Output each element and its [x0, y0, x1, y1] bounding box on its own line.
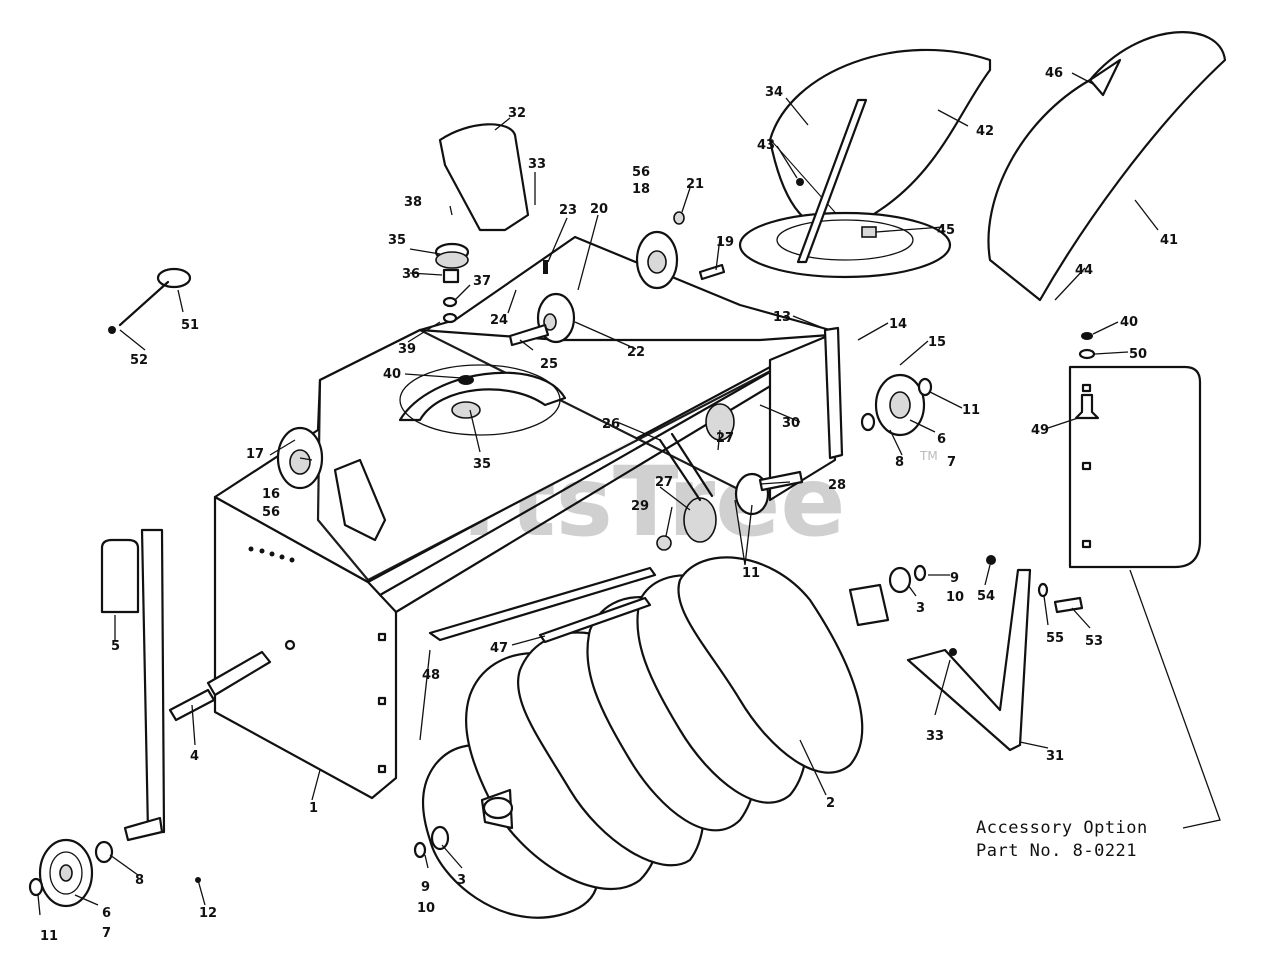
right-bearing-flange: [635, 211, 726, 290]
callout-38: 38: [404, 195, 422, 210]
callout-6-right: 6: [937, 432, 946, 447]
left-wheel: [28, 816, 164, 908]
scraper-bracket: [906, 555, 1084, 752]
auger-end-bearing: [195, 825, 450, 883]
callout-10-rear: 10: [946, 590, 964, 605]
callout-51: 51: [181, 318, 199, 333]
callout-43: 43: [757, 138, 775, 153]
leader-lines: [37, 72, 1221, 916]
callout-33-bottom: 33: [926, 729, 944, 744]
accessory-shield-plate: [1068, 332, 1202, 569]
callout-56-right: 56: [632, 165, 650, 180]
callout-9-front: 9: [421, 880, 430, 895]
callout-48: 48: [422, 668, 440, 683]
callout-40-right: 40: [1120, 315, 1138, 330]
callout-21: 21: [686, 177, 704, 192]
callout-31: 31: [1046, 749, 1064, 764]
callout-12: 12: [199, 906, 217, 921]
callout-18: 18: [632, 182, 650, 197]
callout-47: 47: [490, 641, 508, 656]
center-sprocket: [508, 260, 576, 347]
callout-42: 42: [976, 124, 994, 139]
callout-27-upper: 27: [716, 431, 734, 446]
callout-27-lower: 27: [655, 475, 673, 490]
callout-22: 22: [627, 345, 645, 360]
skid-shoe-assembly: [100, 528, 272, 834]
callout-44: 44: [1075, 263, 1093, 278]
callout-8-left: 8: [135, 873, 144, 888]
callout-56-left: 56: [262, 505, 280, 520]
callout-19: 19: [716, 235, 734, 250]
auger-spiral: [422, 556, 890, 919]
callout-41: 41: [1160, 233, 1178, 248]
callout-labels: 1 2 3 3 4 5 6 7 6 7 8 8 9 10 9 10 11 11 …: [40, 66, 1178, 944]
callout-10-front: 10: [417, 901, 435, 916]
callout-50: 50: [1129, 347, 1147, 362]
callout-36: 36: [402, 267, 420, 282]
callout-8-right: 8: [895, 455, 904, 470]
callout-17: 17: [246, 447, 264, 462]
callout-2: 2: [826, 796, 835, 811]
callout-39: 39: [398, 342, 416, 357]
chute-extension: [987, 31, 1227, 302]
callout-46: 46: [1045, 66, 1063, 81]
callout-49: 49: [1031, 423, 1049, 438]
accessory-option-note: Accessory Option Part No. 8-0221: [976, 817, 1148, 863]
callout-45: 45: [937, 223, 955, 238]
callout-13: 13: [773, 310, 791, 325]
callout-3-rear: 3: [916, 601, 925, 616]
callout-11-right: 11: [962, 403, 980, 418]
callout-52: 52: [130, 353, 148, 368]
callout-29: 29: [631, 499, 649, 514]
right-wheel: [823, 326, 933, 594]
callout-37: 37: [473, 274, 491, 289]
callout-55: 55: [1046, 631, 1064, 646]
watermark-trademark: TM: [919, 449, 938, 463]
callout-28: 28: [828, 478, 846, 493]
callout-14: 14: [889, 317, 907, 332]
pin-and-washer: [108, 267, 192, 334]
callout-54: 54: [977, 589, 995, 604]
callout-1: 1: [309, 801, 318, 816]
callout-24: 24: [490, 313, 508, 328]
callout-30: 30: [782, 416, 800, 431]
callout-35-top: 35: [388, 233, 406, 248]
callout-25: 25: [540, 357, 558, 372]
callout-3-front: 3: [457, 873, 466, 888]
callout-15: 15: [928, 335, 946, 350]
callout-53: 53: [1085, 634, 1103, 649]
callout-26: 26: [602, 417, 620, 432]
discharge-chute: [738, 48, 992, 279]
accessory-option-label: Accessory Option: [976, 818, 1148, 838]
callout-11-left: 11: [40, 929, 58, 944]
callout-11-center: 11: [742, 566, 760, 581]
callout-35-bottom: 35: [473, 457, 491, 472]
pulley-belt-assembly: [434, 123, 530, 419]
callout-33-top: 33: [528, 157, 546, 172]
accessory-part-number: Part No. 8-0221: [976, 841, 1138, 861]
callout-16: 16: [262, 487, 280, 502]
callout-40-left: 40: [383, 367, 401, 382]
callout-7-right: 7: [947, 455, 956, 470]
callout-5: 5: [111, 639, 120, 654]
callout-9-rear: 9: [950, 571, 959, 586]
callout-32: 32: [508, 106, 526, 121]
callout-6-left: 6: [102, 906, 111, 921]
callout-23: 23: [559, 203, 577, 218]
callout-20: 20: [590, 202, 608, 217]
callout-4: 4: [190, 749, 199, 764]
callout-7-left: 7: [102, 926, 111, 941]
scraper-blades: [428, 566, 657, 644]
callout-34: 34: [765, 85, 783, 100]
